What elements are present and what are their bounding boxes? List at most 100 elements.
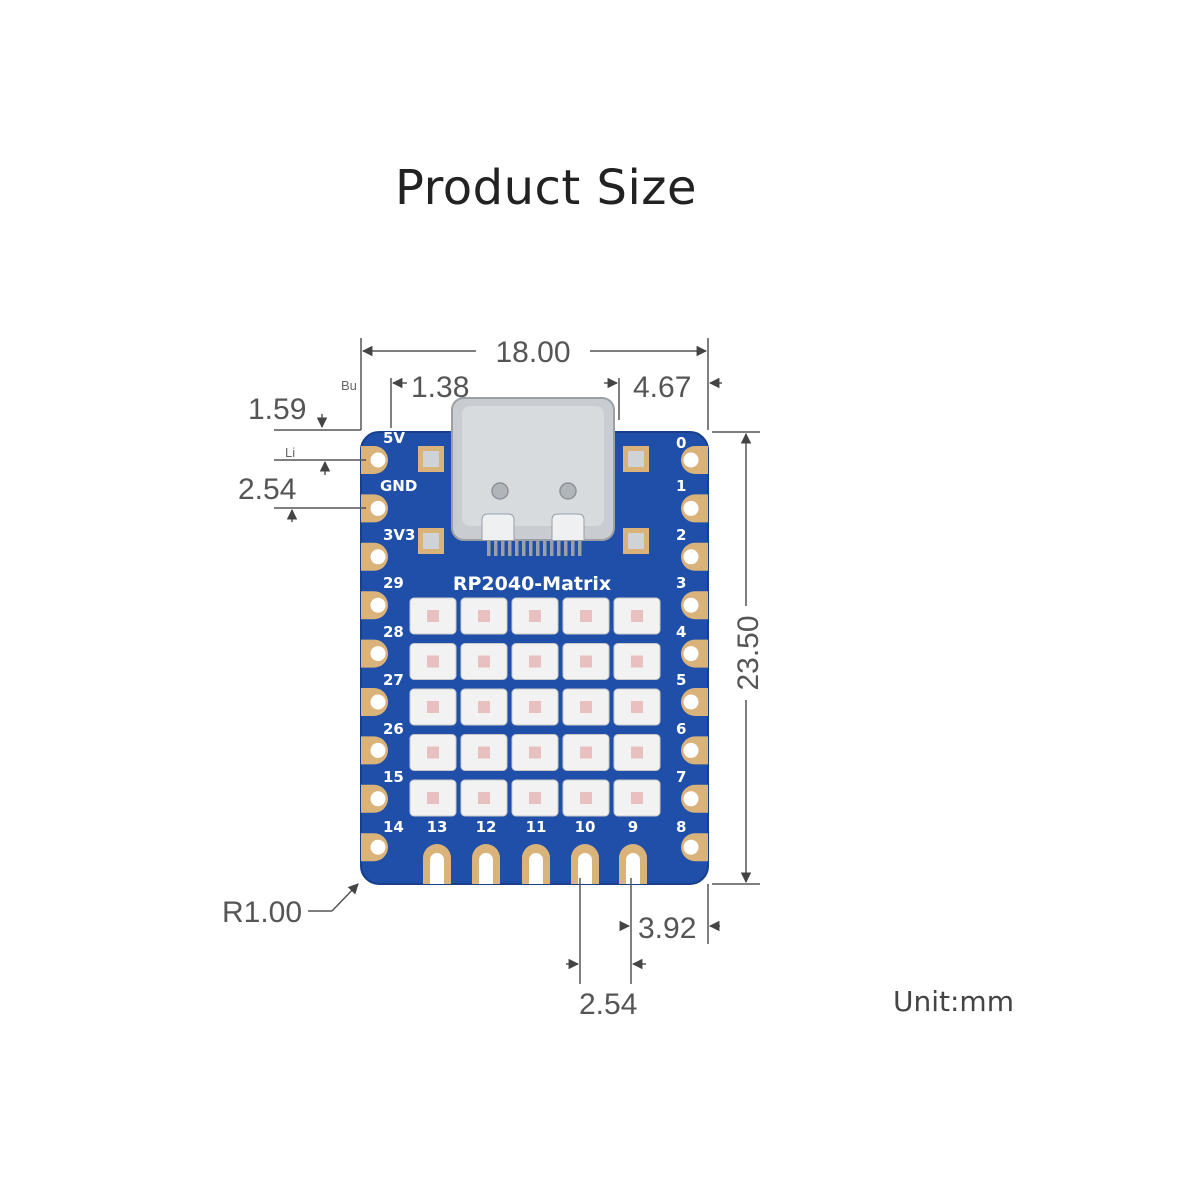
right-pin-label: 4 <box>676 623 686 641</box>
dim-pin-pitch-bottom: 2.54 <box>579 988 637 1021</box>
board-name-label: RP2040-Matrix <box>453 573 611 595</box>
right-pad <box>681 639 708 668</box>
left-pad <box>361 639 388 668</box>
page-title: Product Size <box>394 160 698 216</box>
right-pin-labels: 0 1 2 3 4 5 6 7 8 <box>676 434 686 836</box>
right-pin-label: 6 <box>676 720 686 738</box>
usb-c-connector <box>451 397 615 556</box>
right-pad <box>681 688 708 716</box>
dim-top-offset: 1.59 <box>248 393 306 426</box>
right-pin-label: 7 <box>676 768 686 786</box>
rgb-led <box>562 643 610 680</box>
rgb-led <box>562 779 610 817</box>
usb-pin <box>564 540 568 556</box>
usb-pin <box>522 540 526 556</box>
left-pin-label: GND <box>380 477 417 495</box>
bottom-pin-labels: 13 12 11 10 9 <box>427 818 639 836</box>
rgb-led <box>562 688 610 726</box>
right-pin-label: 1 <box>676 477 686 495</box>
rgb-led <box>409 688 457 726</box>
dim-height: 23.50 <box>732 615 765 690</box>
bottom-pin-label: 11 <box>526 818 547 836</box>
left-pad <box>361 542 388 571</box>
left-pin-label: 26 <box>383 720 404 738</box>
bottom-pad <box>571 844 599 884</box>
left-pad <box>361 446 388 474</box>
right-pad <box>681 736 708 765</box>
smd-pads <box>418 446 649 554</box>
usb-pins <box>487 540 582 556</box>
usb-pin <box>557 540 561 556</box>
left-pad <box>361 736 388 765</box>
bottom-castellated-pads <box>423 844 647 884</box>
rgb-led <box>460 779 508 817</box>
dim-corner-radius: R1.00 <box>222 896 302 929</box>
left-pin-label: 15 <box>383 768 404 786</box>
right-pad <box>681 784 708 813</box>
rgb-led <box>409 643 457 680</box>
rgb-led <box>562 734 610 771</box>
usb-pin <box>529 540 533 556</box>
usb-pin <box>501 540 505 556</box>
left-pad <box>361 784 388 813</box>
right-pad <box>681 542 708 571</box>
usb-pin <box>487 540 491 556</box>
rgb-led <box>613 597 661 635</box>
left-pad <box>361 591 388 620</box>
right-pad <box>681 833 708 862</box>
bottom-pad <box>619 844 647 884</box>
bottom-pin-label: 13 <box>427 818 448 836</box>
right-pin-label: 0 <box>676 434 686 452</box>
rgb-led <box>460 734 508 771</box>
dim-usb-left-offset: 1.38 <box>411 371 469 404</box>
usb-pin <box>508 540 512 556</box>
right-pin-label: 3 <box>676 574 686 592</box>
rgb-led <box>613 643 661 680</box>
usb-pin <box>515 540 519 556</box>
bottom-pad <box>522 844 550 884</box>
right-pad <box>681 591 708 620</box>
rgb-led <box>511 597 559 635</box>
left-pin-label: 5V <box>383 429 405 447</box>
rgb-led <box>613 688 661 726</box>
usb-pin <box>578 540 582 556</box>
left-pin-label: 28 <box>383 623 404 641</box>
usb-pin <box>494 540 498 556</box>
dim-bottom-right-offset: 3.92 <box>638 912 696 945</box>
right-pad <box>681 494 708 523</box>
marker-bu: Bu <box>341 378 357 393</box>
rgb-led <box>511 734 559 771</box>
usb-pin <box>543 540 547 556</box>
rgb-led <box>613 779 661 817</box>
rgb-led <box>511 643 559 680</box>
bottom-pin-label: 10 <box>575 818 596 836</box>
unit-label: Unit:mm <box>893 985 1014 1018</box>
right-castellated-pads <box>681 446 708 862</box>
bottom-pin-label: 9 <box>628 818 638 836</box>
right-pin-label: 5 <box>676 671 686 689</box>
marker-li: Li <box>285 445 295 460</box>
left-pad <box>361 494 388 523</box>
usb-pin <box>571 540 575 556</box>
rgb-led <box>409 734 457 771</box>
left-pad <box>361 688 388 716</box>
usb-pin <box>536 540 540 556</box>
rgb-led <box>409 597 457 635</box>
rgb-led <box>613 734 661 771</box>
dim-width: 18.00 <box>495 336 570 369</box>
right-pad <box>681 446 708 474</box>
left-pin-label: 3V3 <box>383 526 415 544</box>
rgb-led <box>460 643 508 680</box>
dim-pin-pitch-left: 2.54 <box>238 473 296 506</box>
right-pin-label: 8 <box>676 818 686 836</box>
dim-usb-right-offset: 4.67 <box>633 371 691 404</box>
rgb-led <box>511 779 559 817</box>
left-castellated-pads <box>361 446 388 862</box>
bottom-pin-label: 12 <box>476 818 497 836</box>
dimension-lines <box>274 338 760 984</box>
left-pin-label: 27 <box>383 671 404 689</box>
right-pin-label: 2 <box>676 526 686 544</box>
